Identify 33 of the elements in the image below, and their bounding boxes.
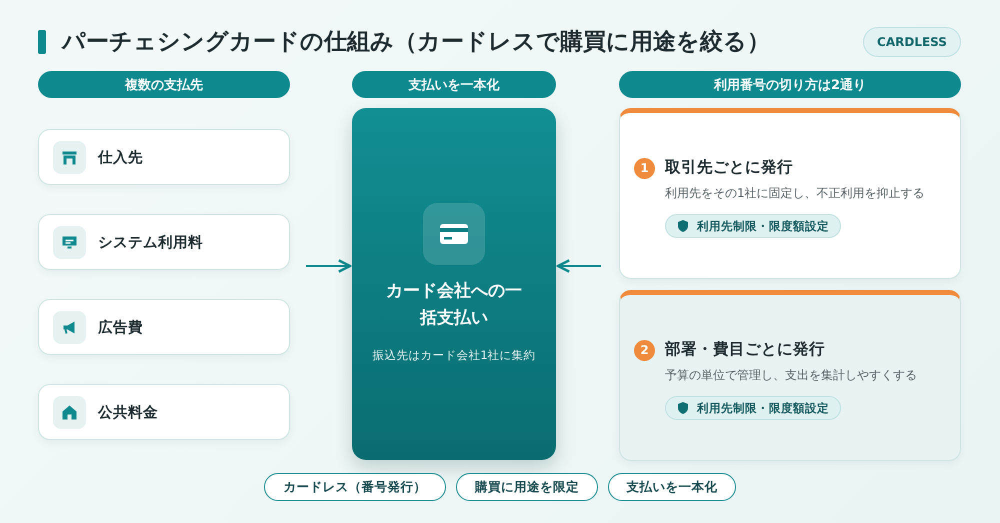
step-number: 2: [634, 340, 655, 361]
column-header: 利用番号の切り方は2通り: [619, 71, 961, 98]
method-card: [619, 108, 961, 279]
payee-card: [38, 214, 290, 270]
payee-name: 公共料金: [98, 404, 158, 422]
payee-card: [38, 384, 290, 440]
payee-name: 広告費: [98, 318, 143, 337]
method-title: 取引先ごとに発行: [665, 157, 793, 178]
payee-name: システム利用料: [98, 234, 203, 252]
tag-text: 利用先制限・限度額設定: [697, 218, 829, 234]
restriction-tag: [665, 396, 841, 420]
payee-card: [38, 129, 290, 185]
payee-card: [38, 299, 290, 355]
step-number: 1: [634, 158, 655, 179]
column-header: 支払いを一本化: [352, 71, 556, 98]
feature-pill: カードレス（番号発行）: [264, 473, 446, 501]
arrow: [306, 259, 352, 273]
tag-text: 利用先制限・限度額設定: [697, 400, 829, 416]
tag-badge: CARDLESS: [863, 27, 961, 57]
method-title: 部署・費目ごとに発行: [665, 339, 825, 360]
method-description: 利用先をその1社に固定し、不正利用を抑止する: [665, 185, 925, 202]
arrow: [556, 259, 601, 273]
column-header: 複数の支払先: [38, 71, 290, 98]
restriction-tag: [665, 214, 841, 238]
method-card: [619, 290, 961, 461]
title: パーチェシングカードの仕組み（カードレスで購買に用途を絞る）: [62, 28, 770, 57]
center-title: カード会社への一括支払い: [385, 280, 523, 330]
method-description: 予算の単位で管理し、支出を集計しやすくする: [665, 367, 917, 384]
payee-name: 仕入先: [98, 148, 143, 167]
feature-pill: 支払いを一本化: [608, 473, 736, 501]
feature-pill: 購買に用途を限定: [456, 473, 598, 501]
center-note: 振込先はカード会社1社に集約: [371, 348, 537, 363]
payment-card: [352, 108, 556, 460]
